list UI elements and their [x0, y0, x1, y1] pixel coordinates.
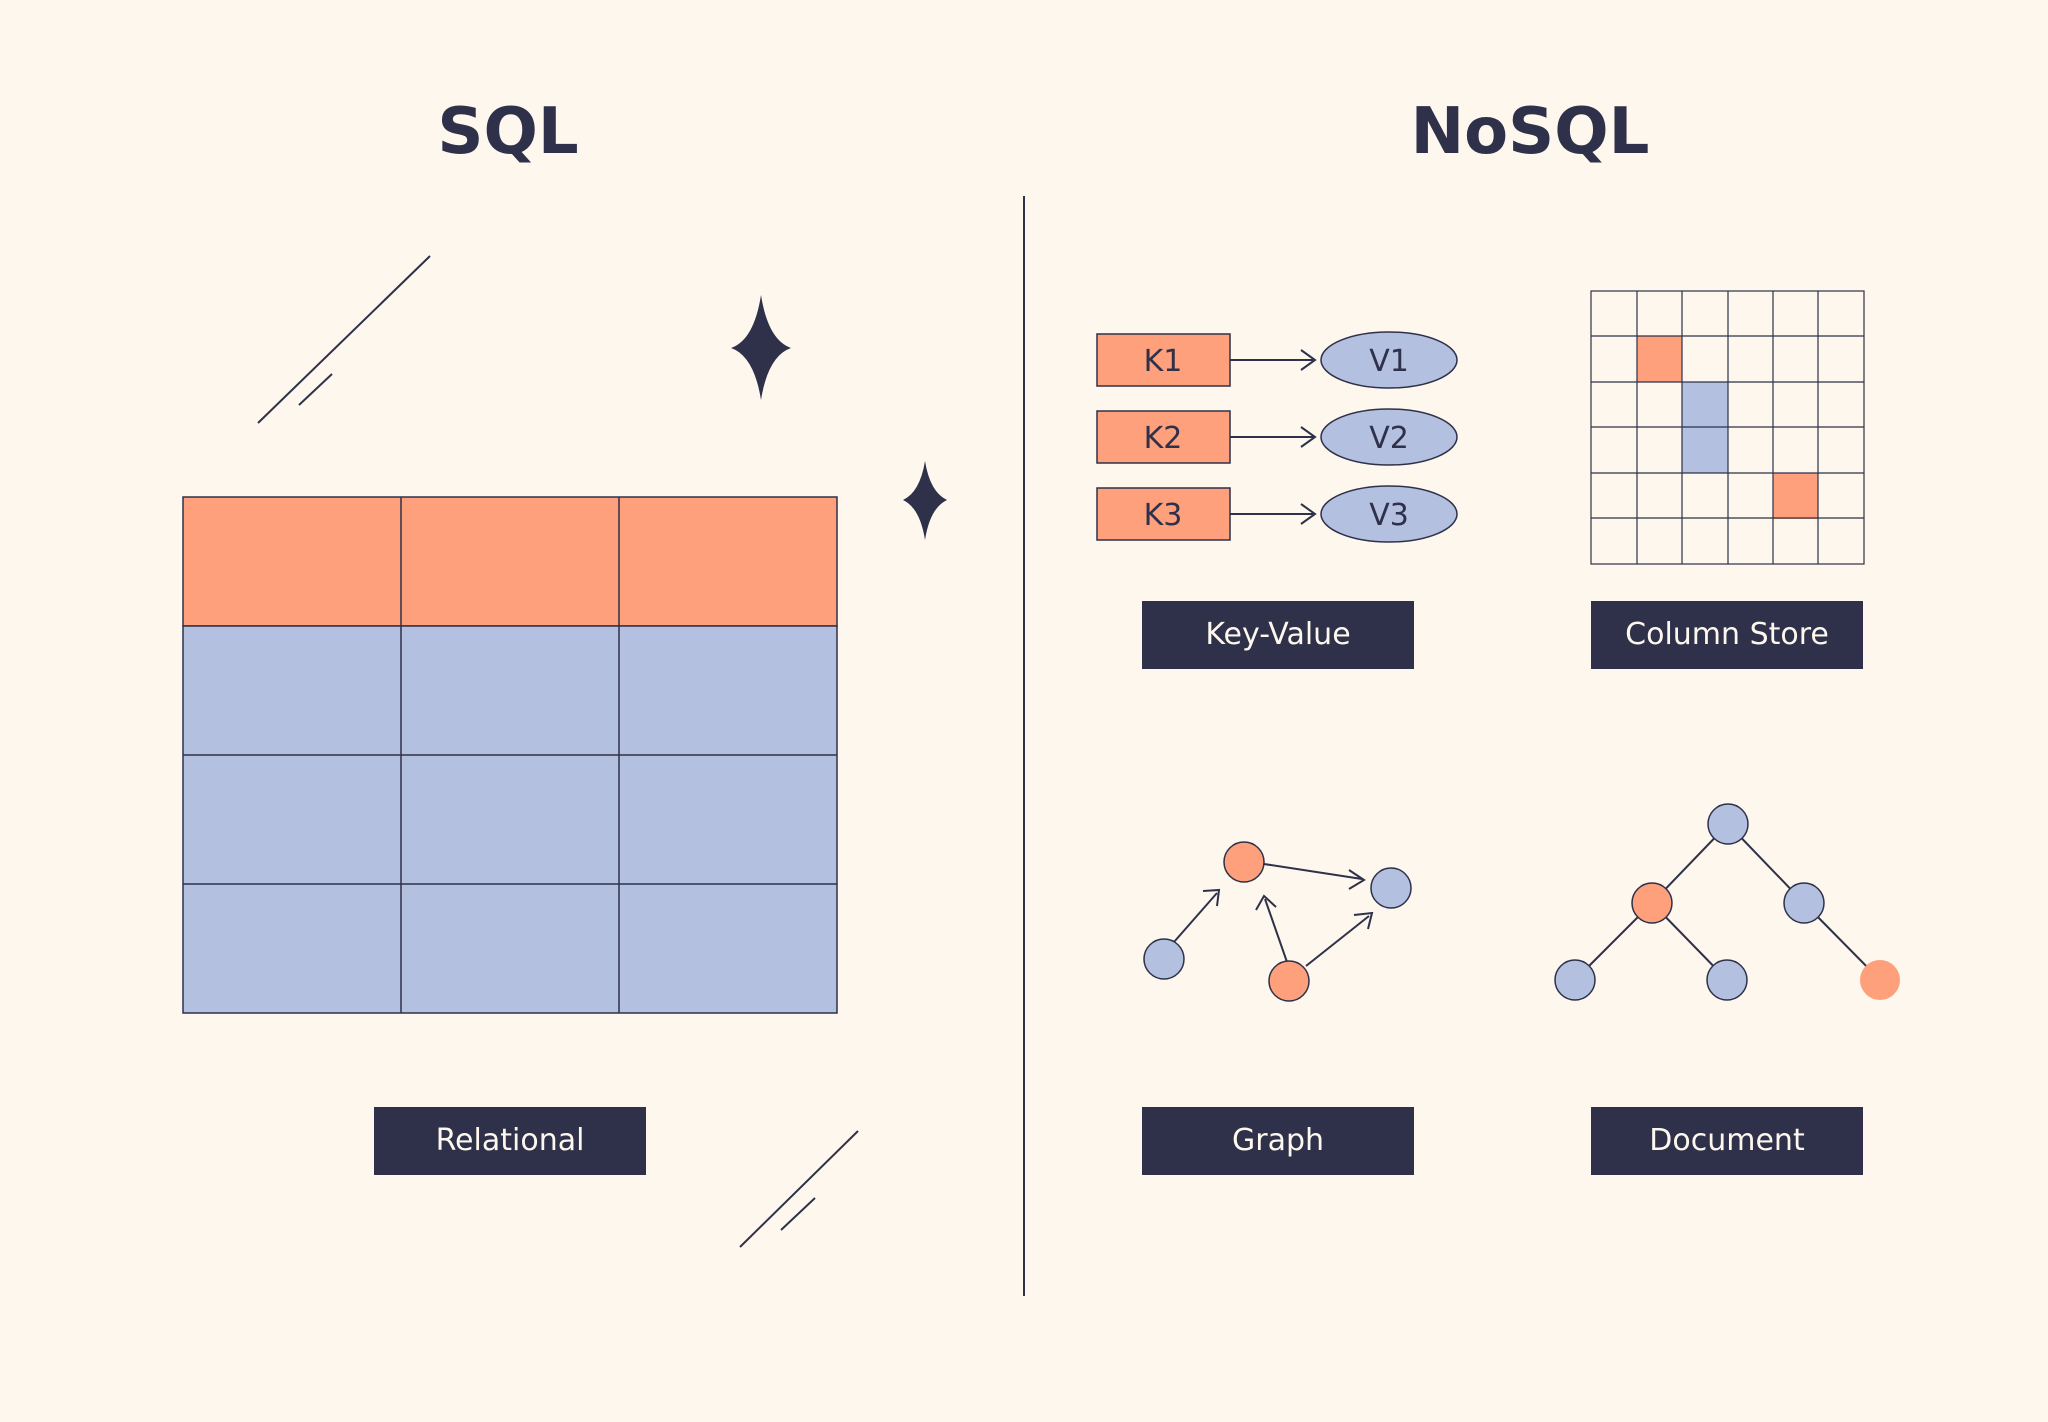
- relational-table: [182, 496, 838, 1014]
- document-nodes: [1554, 803, 1900, 1001]
- document-tree: [1574, 823, 1881, 981]
- column-store-label: Column Store: [1591, 601, 1863, 669]
- sparkle-icon: [731, 295, 791, 400]
- key-box: [1096, 333, 1231, 387]
- value-ellipse: [1320, 408, 1458, 466]
- tree-node: [1631, 882, 1673, 924]
- tree-node: [1554, 959, 1596, 1001]
- key-value-diagram: K1 V1 K2 V2 K3 V3: [1096, 331, 1458, 543]
- nosql-title: NoSQL: [1410, 95, 1650, 169]
- graph-nodes: [1143, 841, 1412, 1002]
- value-text: V3: [1369, 498, 1409, 533]
- tree-node: [1860, 960, 1900, 1000]
- tree-node: [1707, 803, 1749, 845]
- sql-title: SQL: [437, 95, 579, 169]
- key-text: K2: [1144, 421, 1183, 456]
- graph-node: [1268, 960, 1310, 1002]
- graph-node: [1143, 938, 1185, 980]
- value-ellipse: [1320, 485, 1458, 543]
- key-text: K3: [1144, 498, 1183, 533]
- slash-lines-icon: [739, 1130, 859, 1248]
- grid-cell-highlight-orange: [1637, 336, 1682, 382]
- tree-node: [1706, 959, 1748, 1001]
- graph-node: [1223, 841, 1265, 883]
- column-store-grid: [1590, 290, 1865, 565]
- value-ellipse: [1320, 331, 1458, 389]
- grid-cell-highlight-orange: [1773, 473, 1818, 519]
- slash-lines-icon: [257, 255, 431, 424]
- key-text: K1: [1144, 344, 1183, 379]
- table-header-row: [182, 496, 838, 627]
- sparkle-icon: [903, 461, 947, 540]
- value-text: V1: [1369, 344, 1409, 379]
- kv-pair: K2 V2: [1096, 408, 1458, 466]
- key-box: [1096, 410, 1231, 464]
- key-value-label: Key-Value: [1142, 601, 1414, 669]
- kv-pair: K3 V3: [1096, 485, 1458, 543]
- value-text: V2: [1369, 421, 1409, 456]
- graph-node: [1370, 867, 1412, 909]
- document-label: Document: [1591, 1107, 1863, 1175]
- section-divider: [1023, 196, 1025, 1296]
- table-body: [182, 625, 838, 1014]
- graph-label: Graph: [1142, 1107, 1414, 1175]
- kv-pair: K1 V1: [1096, 331, 1458, 389]
- relational-label: Relational: [374, 1107, 646, 1175]
- graph-diagram: [1173, 863, 1374, 967]
- tree-node: [1783, 882, 1825, 924]
